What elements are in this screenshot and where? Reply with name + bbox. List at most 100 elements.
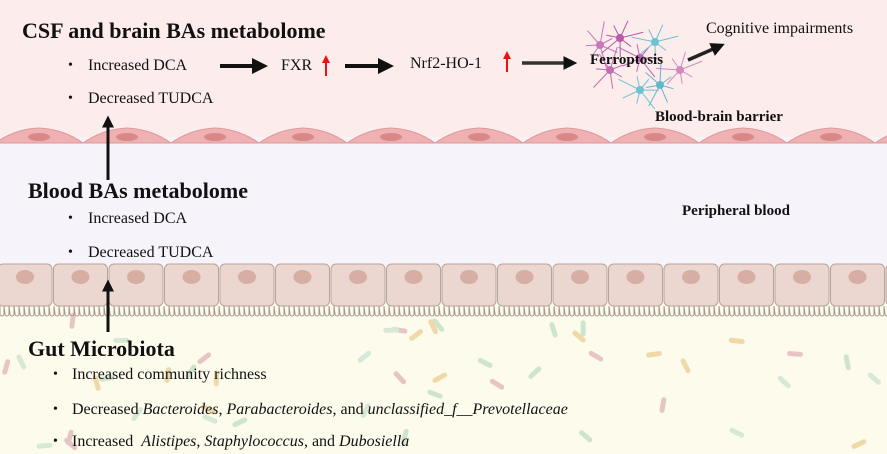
cell-nucleus bbox=[626, 270, 645, 284]
bullet: • bbox=[53, 402, 58, 417]
bacterium-icon bbox=[432, 372, 448, 383]
bacterium-icon bbox=[572, 330, 586, 343]
bacterium-icon bbox=[645, 351, 662, 358]
brain-item-dca: Increased DCA bbox=[88, 57, 188, 74]
neuron-body bbox=[606, 66, 614, 74]
epithelial-cell bbox=[219, 263, 275, 307]
bacterium-icon bbox=[427, 389, 443, 399]
bacterium-icon bbox=[409, 329, 423, 341]
cell-nucleus bbox=[293, 270, 312, 284]
cell-nucleus bbox=[71, 270, 90, 284]
cell-nucleus bbox=[737, 270, 756, 284]
taxon: Alistipes bbox=[141, 433, 197, 450]
dendrite bbox=[599, 44, 607, 69]
taxon: unclassified_f__Prevotellaceae bbox=[367, 401, 568, 418]
peripheral-blood-label: Peripheral blood bbox=[682, 203, 790, 219]
cell-nucleus bbox=[556, 133, 578, 141]
taxon: Parabacteroides bbox=[226, 401, 333, 418]
bacterium-icon bbox=[99, 375, 116, 382]
bacterium-icon bbox=[843, 354, 851, 371]
cell-nucleus bbox=[204, 133, 226, 141]
epithelial-cell bbox=[164, 263, 219, 307]
epithelial-cell bbox=[0, 263, 53, 307]
bacterium-icon bbox=[197, 352, 212, 365]
neuron-body bbox=[596, 41, 604, 49]
ferroptosis-label: Ferroptosis bbox=[590, 52, 664, 68]
bacterium-icon bbox=[64, 437, 78, 451]
cell-nucleus bbox=[682, 270, 700, 284]
microvilli bbox=[0, 305, 887, 317]
cell-nucleus bbox=[238, 270, 256, 284]
bullet: • bbox=[68, 245, 73, 260]
dendrite bbox=[654, 35, 679, 43]
cell-nucleus bbox=[127, 270, 145, 284]
bullet: • bbox=[68, 211, 73, 226]
bacterium-icon bbox=[432, 318, 445, 332]
dendrite bbox=[609, 46, 618, 71]
bacterium-icon bbox=[728, 337, 745, 345]
epithelial-cell bbox=[830, 263, 885, 307]
fxr-label: FXR bbox=[281, 57, 313, 74]
blood-title: Blood BAs metabolome bbox=[28, 178, 248, 203]
epithelial-cell bbox=[774, 263, 830, 307]
nrf2-label: Nrf2-HO-1 bbox=[410, 55, 482, 72]
cell-nucleus bbox=[16, 270, 34, 284]
bacterium-icon bbox=[213, 370, 220, 387]
cognitive-impairments-label: Cognitive impairments bbox=[706, 20, 854, 37]
cell-nucleus bbox=[28, 133, 50, 141]
brain-item-tudca: Decreased TUDCA bbox=[88, 90, 214, 107]
bacterium-icon bbox=[383, 327, 400, 333]
neuron-body bbox=[656, 81, 664, 89]
bullet: • bbox=[53, 367, 58, 382]
bacterium-icon bbox=[113, 337, 130, 343]
bacterium-icon bbox=[202, 414, 218, 424]
cell-nucleus bbox=[644, 133, 666, 141]
cell-nucleus bbox=[820, 133, 842, 141]
gut-item-increased: Increased Alistipes, Staphylococcus, and… bbox=[72, 433, 409, 451]
bacterium-icon bbox=[851, 439, 867, 449]
text: , bbox=[218, 401, 227, 418]
epithelial-cell bbox=[663, 263, 719, 307]
bacterium-icon bbox=[164, 367, 172, 383]
epithelial-cell bbox=[719, 263, 774, 307]
cell-nucleus bbox=[404, 270, 423, 284]
neuron-cluster-icon bbox=[585, 20, 703, 110]
text: Increased bbox=[72, 433, 142, 450]
neuron-body bbox=[636, 54, 644, 62]
bacterium-icon bbox=[201, 404, 216, 415]
text: , and bbox=[332, 401, 368, 418]
neuron-body bbox=[651, 38, 659, 46]
gut-item-decreased: Decreased Bacteroides, Parabacteroides, … bbox=[72, 401, 568, 419]
bacterium-icon bbox=[400, 428, 409, 445]
bacterium-icon bbox=[729, 427, 745, 438]
bacterium-icon bbox=[2, 359, 11, 375]
bacterium-icon bbox=[232, 417, 248, 428]
bacterium-icon bbox=[680, 358, 691, 374]
cell-nucleus bbox=[182, 270, 201, 284]
bacterium-icon bbox=[16, 354, 27, 370]
cell-nucleus bbox=[732, 133, 754, 141]
bullet: • bbox=[53, 434, 58, 449]
bacterium-icon bbox=[131, 407, 143, 422]
blood-region bbox=[0, 137, 887, 267]
bacterium-icon bbox=[588, 350, 604, 362]
bacterium-icon bbox=[360, 403, 371, 419]
taxon: Staphylococcus bbox=[204, 433, 304, 450]
cell-nucleus bbox=[116, 133, 138, 141]
text: , bbox=[196, 433, 205, 450]
bacterium-icon bbox=[393, 371, 407, 385]
neuron-body bbox=[676, 66, 684, 74]
gut-item-richness: Increased community richness bbox=[72, 366, 267, 383]
dendrite bbox=[648, 84, 661, 107]
bacterium-icon bbox=[867, 372, 881, 385]
epithelial-cell bbox=[275, 263, 330, 307]
bullet: • bbox=[68, 58, 73, 73]
bacterium-icon bbox=[786, 351, 803, 357]
blood-item-tudca: Decreased TUDCA bbox=[88, 244, 214, 261]
endothelial-cell bbox=[873, 135, 887, 144]
taxon: Bacteroides bbox=[142, 401, 219, 418]
cell-nucleus bbox=[292, 133, 314, 141]
bacterium-icon bbox=[489, 378, 505, 390]
bacterium-icon bbox=[357, 350, 372, 363]
